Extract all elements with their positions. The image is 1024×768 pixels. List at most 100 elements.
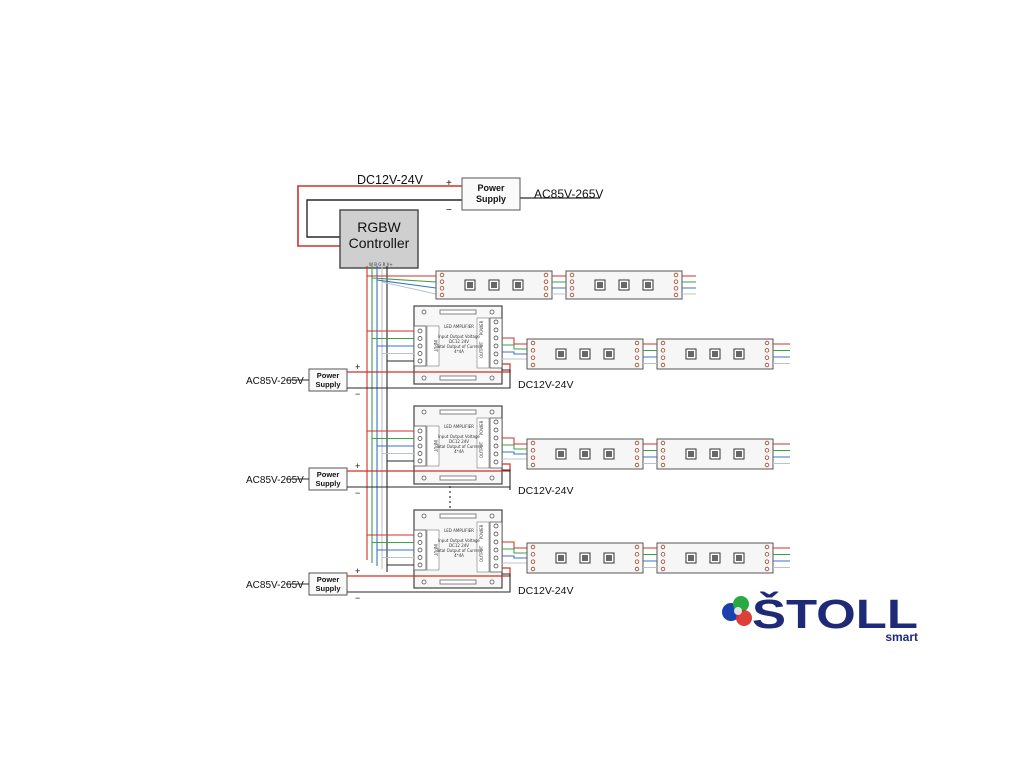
input-label-strip [426,425,440,467]
input-terminal-screw [417,532,423,538]
amplifier-output-wire [502,541,527,549]
strip-1-a-pad [634,340,640,346]
amplifier-spec-2: DC12 24V [449,543,469,548]
amplifier-output-wire [502,555,527,559]
output-terminal-screw [493,351,499,357]
top-strip-2-led-chip [597,282,603,288]
top-strip-2-pad [673,272,679,278]
strip-3-a-pad [634,552,640,557]
top-power-section: DC12V-24V + − Power Supply AC85V-265V RG… [297,173,603,269]
strip-2-b-pad [764,455,770,460]
output-terminal-screw [493,539,499,545]
amplifier-spec-1: Input Output Voltage [438,434,480,439]
amplifier-slot-bottom [439,579,477,585]
amplifier-title: LED AMPLIFIER [444,424,474,429]
dc-plus-sign: + [355,461,360,471]
strip-2-a [526,438,644,470]
output-tag: OUTPUT [479,545,484,562]
strip-3-b-pad [764,559,770,564]
amplifier-screw [489,409,495,415]
strip-1-a-led-chip [582,351,588,357]
strip-3-b-pad [660,566,666,572]
ac-voltage-label: AC85V-265V [246,580,304,591]
top-strip-1-pad [543,292,549,298]
top-strip-2-led-chip [645,282,651,288]
input-label-strip [426,529,440,571]
controller-label-1: RGBW [357,219,401,235]
strip-3-a-led-chip [558,555,564,561]
top-strip-feed-wire [376,279,437,289]
amplifier-output-terminal [489,417,503,469]
strip-3-b-pad [764,552,770,557]
strip-2-b-led-chip [736,451,742,457]
strip-1-b-pad [660,355,666,360]
amplifier-output-wire [502,437,527,445]
strip-1-a [526,338,644,370]
top-strip-1-pad [439,272,445,278]
dc-minus-wire-2 [502,469,511,490]
strip-3-a-pad [530,559,536,564]
dc-minus-sign: − [355,488,360,498]
strip-3-b-pad [660,544,666,550]
top-power-supply-box [461,177,521,211]
top-dc-voltage-label: DC12V-24V [357,173,424,187]
dc-voltage-label: DC12V-24V [518,585,573,597]
strip-3-a-pad [530,552,536,557]
output-label-strip [476,521,490,573]
brand-name: ŠTOLL [752,591,918,637]
top-strip-1-pad [439,279,445,284]
amplifier-output-wire [502,444,527,450]
top-strip-2 [565,270,683,300]
amplifier-spec-2: DC12 24V [449,339,469,344]
power-tag: POWER [479,320,484,335]
amplifier-spec-3: Total Output of Current [435,548,482,553]
dc-minus-wire-2 [502,369,511,384]
input-terminal-screw [417,562,423,568]
strip-2-b-pad [660,462,666,468]
output-terminal-screw [493,523,499,529]
strip-2-b-led-chip [688,451,694,457]
dc-plus-wire [347,567,511,577]
power-supply-label-2: Supply [315,584,341,593]
amplifier-spec-4: 4*4A [454,449,464,454]
top-minus-sign: − [446,205,452,216]
power-tag: POWER [479,524,484,539]
top-strip-2-led-chip [621,282,627,288]
amplifier-title: LED AMPLIFIER [444,528,474,533]
strip-2-b-pad [660,440,666,446]
top-strip-2-pad [569,286,575,291]
strip-2-b-led-chip [712,451,718,457]
input-terminal-screw [417,428,423,434]
amplifier-screw [421,309,427,315]
strip-1-a-pad [530,340,536,346]
amplifier-screw [489,375,495,381]
top-power-supply-label-2: Supply [476,194,506,204]
amplifier-spec-1: Input Output Voltage [438,334,480,339]
amplifier-output-terminal [489,521,503,573]
amplifier-screw [421,409,427,415]
strip-2-b [656,438,774,470]
strip-2-a-led-chip [606,451,612,457]
strip-1-b-pad [764,348,770,353]
strip-3-a-pad [530,566,536,572]
power-supply-label-2: Supply [315,479,341,488]
strip-1-b-led-chip [688,351,694,357]
dc-minus-sign: − [355,389,360,399]
amplifier-screw [489,475,495,481]
strip-1-b-pad [764,340,770,346]
strip-3-b-pad [660,552,666,557]
amplifier-screw [489,309,495,315]
strip-2-a-led-chip [582,451,588,457]
top-strip-1-pad [543,279,549,284]
output-terminal-screw [493,327,499,333]
strip-2-a-pad [530,448,536,453]
output-terminal-screw [493,343,499,349]
strip-3-b-led-chip [736,555,742,561]
output-terminal-screw [493,419,499,425]
output-terminal-screw [493,335,499,341]
amplifier-screw [421,375,427,381]
input-terminal-screw [417,540,423,545]
controller-label-2: Controller [349,235,410,251]
